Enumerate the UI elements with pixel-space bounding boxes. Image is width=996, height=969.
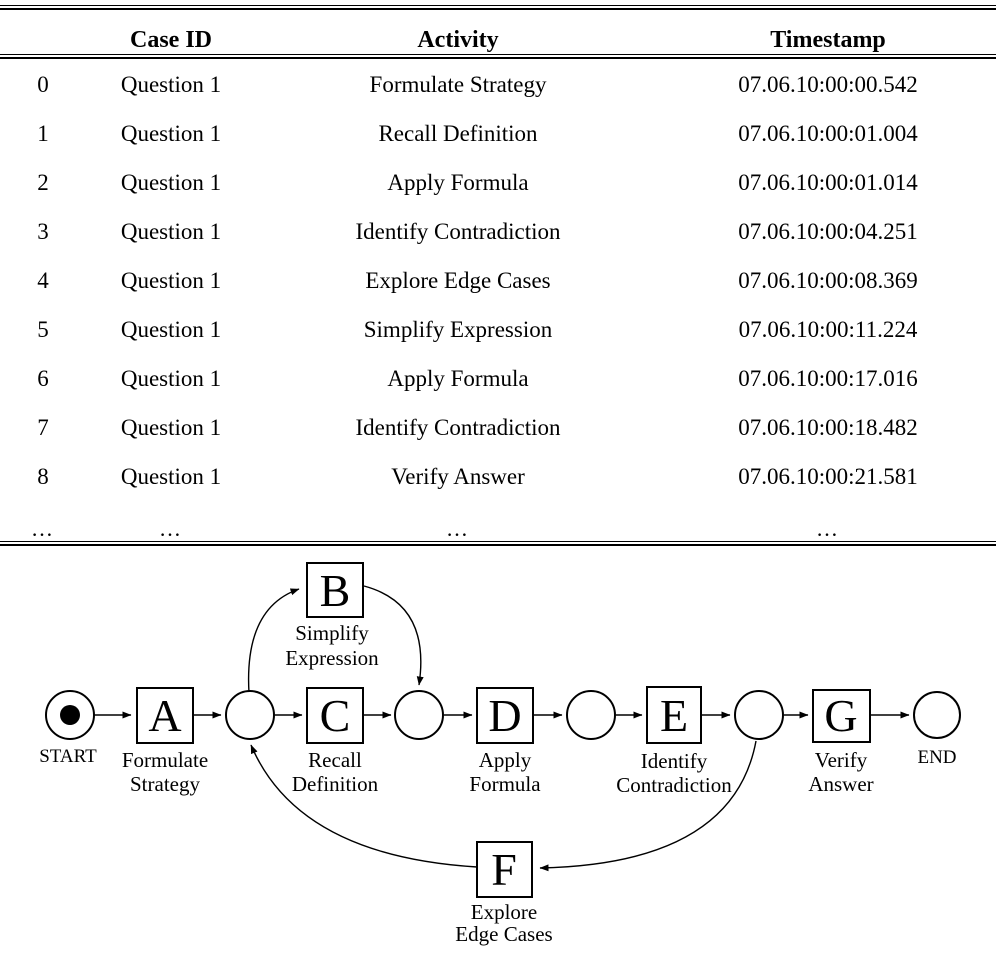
cell-timestamp: 07.06.10:00:11.224 [738,317,918,342]
transition-d-label-line2: Formula [469,772,541,796]
loop-arc-p4-to-f [539,740,757,872]
transition-c-label-line2: Definition [292,772,379,796]
cell-index: 5 [37,317,49,342]
place-4 [734,690,784,740]
transition-a-label-line2: Strategy [130,772,200,796]
table-row: 6 Question 1 Apply Formula 07.06.10:00:1… [0,364,996,394]
cell-timestamp: 07.06.10:00:17.016 [738,366,918,391]
transition-e-box [646,686,702,744]
transition-e-label-line2: Contradiction [616,773,732,797]
transition-f-box [476,841,533,898]
table-row: 3 Question 1 Identify Contradiction 07.0… [0,217,996,247]
transition-f-letter: F [491,844,517,895]
cell-timestamp: 07.06.10:00:04.251 [738,219,918,244]
transition-f-label-line2: Edge Cases [455,922,552,946]
cell-case: Question 1 [120,121,222,146]
table-row: 2 Question 1 Apply Formula 07.06.10:00:0… [0,168,996,198]
table-row: 4 Question 1 Explore Edge Cases 07.06.10… [0,266,996,296]
loop-arc-p1-to-b [247,588,300,694]
cell-activity: Verify Answer [391,464,525,489]
end-place [913,691,961,739]
table-header-row: Case ID Activity Timestamp [0,25,996,55]
cell-case: Question 1 [120,170,222,195]
transition-c-letter: C [320,690,351,741]
cell-index: 2 [37,170,49,195]
transition-e-label-line1: Identify [641,749,708,773]
transition-a-box [136,687,194,744]
cell-timestamp: 07.06.10:00:21.581 [738,464,918,489]
table-bottom-rule [0,541,996,546]
table-row: 7 Question 1 Identify Contradiction 07.0… [0,413,996,443]
place-2 [394,690,444,740]
cell-index: 0 [37,72,49,97]
table-row: 8 Question 1 Verify Answer 07.06.10:00:2… [0,462,996,492]
cell-activity: Apply Formula [387,170,529,195]
table-header-rule [0,54,996,59]
cell-case: Question 1 [120,268,222,293]
table-row: 0 Question 1 Formulate Strategy 07.06.10… [0,70,996,100]
cell-timestamp: 07.06.10:00:18.482 [738,415,918,440]
loop-arc-f-to-p1 [250,744,478,868]
cell-case: Question 1 [120,219,222,244]
cell-index: 4 [37,268,49,293]
header-activity: Activity [417,27,499,53]
cell-timestamp: 07.06.10:00:00.542 [738,72,918,97]
transition-b-label-line2: Expression [285,646,379,670]
cell-activity: Identify Contradiction [355,219,561,244]
table-row: 5 Question 1 Simplify Expression 07.06.1… [0,315,996,345]
transition-d-box [476,687,534,744]
cell-activity: Identify Contradiction [355,415,561,440]
cell-case: Question 1 [120,366,222,391]
cell-index: … [31,516,55,541]
transition-c-label-line1: Recall [308,748,362,772]
table-row: 1 Question 1 Recall Definition 07.06.10:… [0,119,996,149]
cell-case: Question 1 [120,72,222,97]
transition-g-box [812,689,871,743]
cell-activity: Formulate Strategy [369,72,547,97]
table-ellipsis-row: … … … … [0,514,996,544]
cell-activity: … [446,516,470,541]
end-label: END [917,747,956,768]
transition-d-letter: D [488,690,521,741]
cell-activity: Simplify Expression [363,317,553,342]
cell-index: 7 [37,415,49,440]
cell-index: 8 [37,464,49,489]
transition-d-label-line1: Apply [479,748,532,772]
cell-timestamp: 07.06.10:00:01.004 [738,121,918,146]
cell-activity: Recall Definition [378,121,538,146]
header-timestamp: Timestamp [770,27,886,53]
cell-case: … [159,516,183,541]
cell-case: Question 1 [120,415,222,440]
loop-arc-b-to-p2 [363,585,424,686]
transition-b-box [306,562,364,618]
cell-case: Question 1 [120,317,222,342]
transition-a-letter: A [148,690,181,741]
start-label: START [39,746,97,767]
process-model-diagram: START END A Formulate Strategy B Simplif… [39,562,961,946]
table-top-rule [0,5,996,10]
place-3 [566,690,616,740]
start-token [60,705,80,725]
transition-g-label-line1: Verify [815,748,868,772]
cell-index: 3 [37,219,49,244]
transition-g-label-line2: Answer [808,772,873,796]
cell-index: 6 [37,366,49,391]
transition-e-letter: E [660,690,688,741]
header-index [0,25,86,55]
cell-timestamp: … [816,516,840,541]
cell-activity: Apply Formula [387,366,529,391]
transition-b-label-line1: Simplify [295,621,369,645]
transition-f-label-line1: Explore [471,900,537,924]
place-1 [225,690,275,740]
transition-g-letter: G [824,690,857,741]
cell-timestamp: 07.06.10:00:01.014 [738,170,918,195]
cell-timestamp: 07.06.10:00:08.369 [738,268,918,293]
cell-activity: Explore Edge Cases [365,268,551,293]
transition-c-box [306,687,364,744]
cell-index: 1 [37,121,49,146]
cell-case: Question 1 [120,464,222,489]
transition-b-letter: B [320,565,351,616]
transition-a-label-line1: Formulate [122,748,208,772]
header-case-id: Case ID [130,27,212,53]
